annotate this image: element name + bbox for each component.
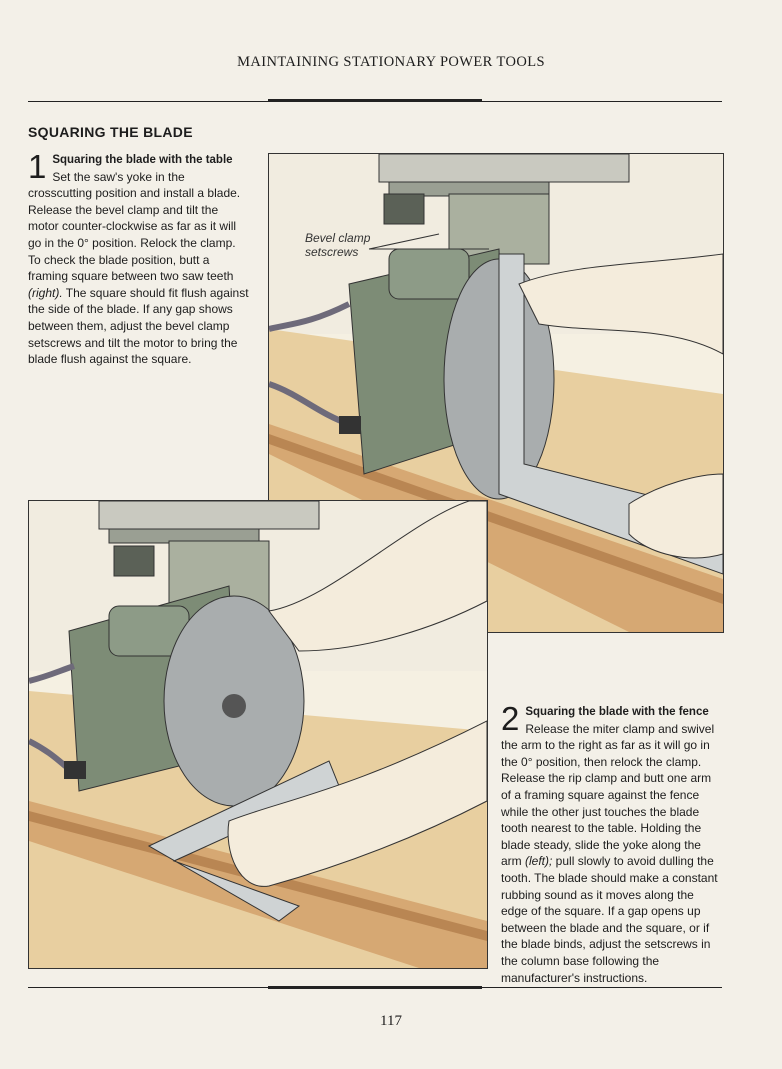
step-1-body-end: The square should fit flush against the … [28, 285, 249, 367]
step-1-body: Set the saw's yoke in the crosscutting p… [28, 169, 241, 284]
step-2-body: Release the miter clamp and swivel the a… [501, 721, 715, 869]
figure-1-callout-line1: Bevel clamp [305, 231, 371, 245]
step-2-number: 2 [501, 700, 520, 737]
step-1-title: Squaring the blade with the table [52, 154, 233, 166]
page-number: 117 [380, 1013, 402, 1029]
step-2-body-end: pull slowly to avoid dulling the tooth. … [501, 854, 718, 985]
figure-2-illustration [28, 500, 488, 969]
step-1-ref: (right). [28, 285, 63, 300]
step-2-ref: (left); [525, 854, 553, 869]
running-head: MAINTAINING STATIONARY POWER TOOLS [237, 54, 545, 70]
step-2-title: Squaring the blade with the fence [525, 706, 709, 718]
header-rule-accent [268, 99, 482, 102]
footer-rule-accent [268, 986, 482, 989]
step-1-text: 1 Squaring the blade with the table Set … [28, 148, 250, 368]
section-title: SQUARING THE BLADE [28, 124, 193, 140]
step-2-text: 2 Squaring the blade with the fence Rele… [501, 700, 723, 986]
step-1-number: 1 [28, 148, 47, 185]
figure-1-callout-line2: setscrews [305, 245, 358, 259]
